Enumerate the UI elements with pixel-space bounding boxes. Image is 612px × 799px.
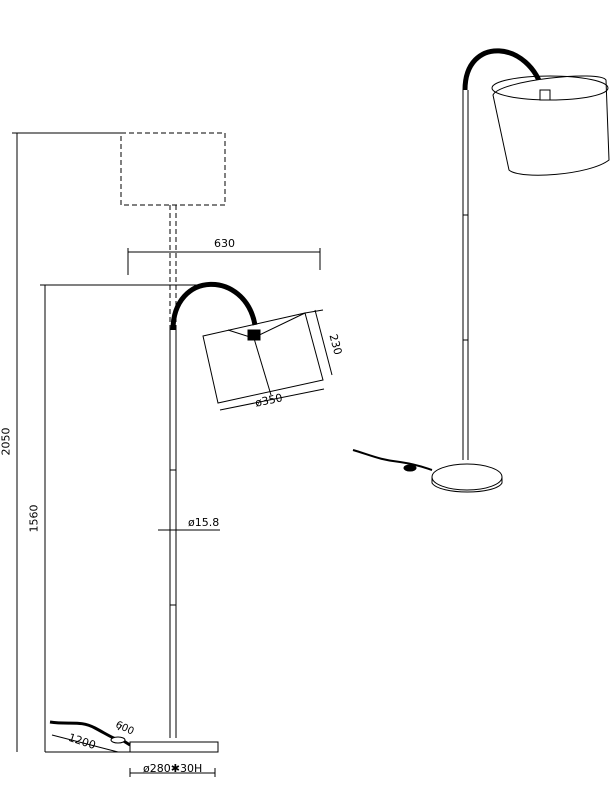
curved-arm [170,281,258,331]
height-dimension-1560 [40,284,200,752]
reach-dimension-630 [127,248,321,275]
label-1560: 1560 [27,504,41,533]
label-2050: 2050 [0,427,13,456]
shade [202,309,333,411]
cable [49,720,131,753]
label-base: ø280✱30H [143,762,203,775]
label-630: 630 [214,237,235,250]
label-pole-diameter: ø15.8 [188,516,220,529]
base [45,741,219,777]
dashed-upright-shade [120,132,226,325]
pole [169,325,177,738]
height-dimension-2050 [12,132,121,752]
perspective-lamp [352,48,610,493]
